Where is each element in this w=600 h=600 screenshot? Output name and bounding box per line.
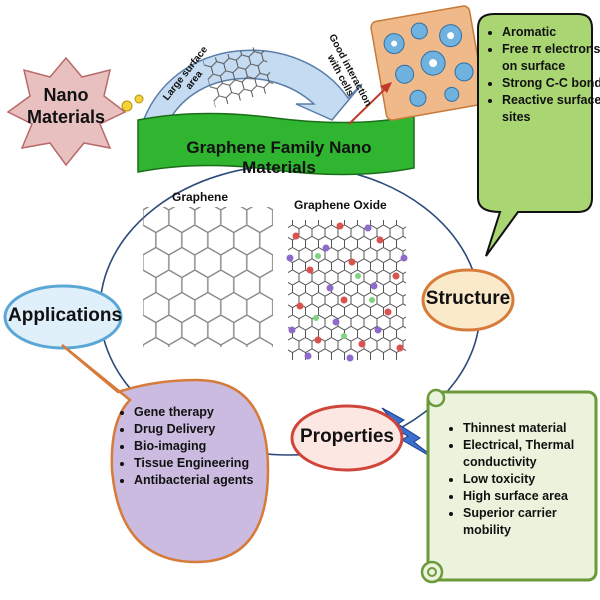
list-item: Drug Delivery: [134, 421, 272, 438]
arrow-graphene-lattice: [202, 44, 276, 108]
properties-label: Properties: [300, 426, 394, 447]
list-item: Thinnest material: [463, 420, 600, 437]
graphene-lattice: [143, 207, 273, 347]
applications-label: Applications: [8, 305, 123, 326]
properties-scroll: [420, 388, 598, 584]
applications-node: [3, 284, 123, 350]
list-item: Tissue Engineering: [134, 455, 272, 472]
list-item: Bio-imaging: [134, 438, 272, 455]
list-item: High surface area: [463, 488, 600, 505]
properties-node: [290, 404, 404, 472]
cell-interaction-image: [370, 5, 486, 121]
cell-pointer-arrowhead: [380, 82, 392, 93]
graphene-label: Graphene: [172, 190, 229, 204]
structure-node: [421, 268, 515, 332]
list-item: Free π electrons on surface: [502, 41, 600, 75]
page-title: Graphene Family Nano Materials: [186, 138, 372, 177]
structure-callout: [477, 13, 593, 257]
list-item: Reactive surface sites: [502, 92, 600, 126]
cell-pointer-arrow: [348, 85, 389, 125]
curved-arrow: [139, 49, 363, 133]
list-item: Superior carrier mobility: [463, 505, 600, 539]
materials-line: Materials: [26, 107, 106, 127]
list-item: Aromatic: [502, 24, 600, 41]
applications-callout: [61, 344, 270, 564]
properties-list: Thinnest material Electrical, Thermal co…: [447, 420, 600, 539]
graphene-oxide-label: Graphene Oxide: [294, 198, 387, 212]
list-item: Antibacterial agents: [134, 472, 272, 489]
list-item: Low toxicity: [463, 471, 600, 488]
list-item: Strong C-C bond: [502, 75, 600, 92]
structure-list: Aromatic Free π electrons on surface Str…: [486, 24, 600, 126]
yellow-dot: [134, 94, 144, 104]
nano-line: Nano: [43, 85, 89, 105]
yellow-dot: [121, 100, 133, 112]
nano-materials-star: [6, 56, 127, 167]
list-item: Electrical, Thermal conductivity: [463, 437, 600, 471]
list-item: Gene therapy: [134, 404, 272, 421]
title-banner: [137, 112, 415, 176]
applications-list: Gene therapy Drug Delivery Bio-imaging T…: [118, 404, 272, 489]
graphene-oxide-structure: [286, 220, 408, 362]
structure-label: Structure: [425, 288, 511, 309]
nano-materials-label: Nano Materials: [18, 84, 114, 128]
